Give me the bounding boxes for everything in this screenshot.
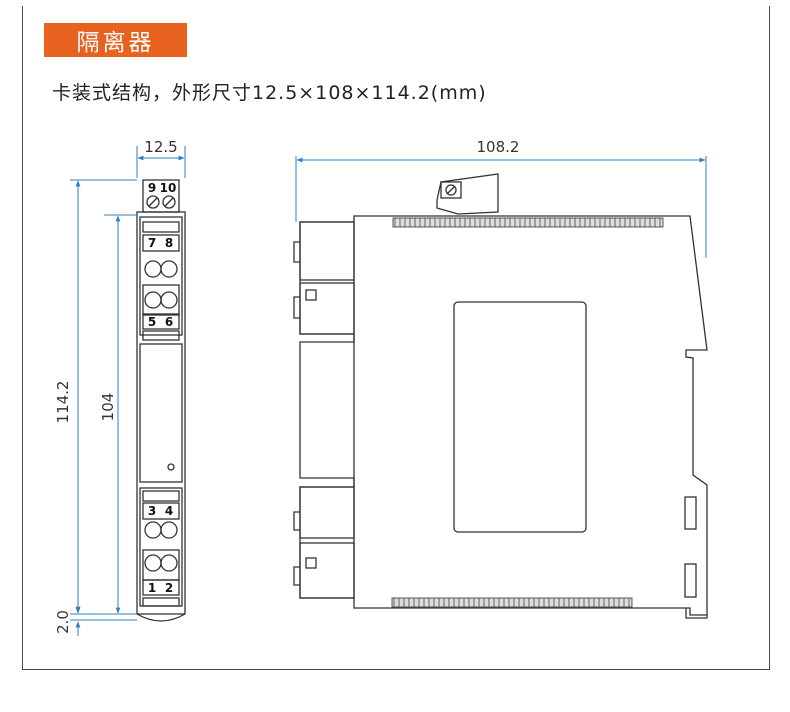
terminal-9: 9: [148, 181, 156, 195]
vent-slots-top: [392, 217, 664, 228]
terminal-5: 5: [148, 315, 156, 329]
terminal-3: 3: [148, 504, 156, 518]
terminal-6: 6: [165, 315, 173, 329]
content-frame: [22, 6, 770, 670]
terminal-10: 10: [160, 181, 177, 195]
height-total-label: 114.2: [54, 381, 72, 424]
width-dim-label: 12.5: [144, 138, 177, 156]
rail-offset-label: 2.0: [54, 610, 72, 634]
page-title: 隔离器: [44, 23, 187, 57]
vent-slots-bottom: [391, 597, 633, 608]
front-body: [136, 211, 186, 615]
terminal-7: 7: [148, 236, 156, 250]
depth-dim-label: 108.2: [477, 138, 520, 156]
terminal-8: 8: [165, 236, 173, 250]
front-view: [70, 146, 186, 636]
side-view: [293, 156, 708, 619]
terminal-2: 2: [165, 581, 173, 595]
terminal-1: 1: [148, 581, 156, 595]
height-body-label: 104: [99, 393, 117, 422]
terminal-4: 4: [165, 504, 173, 518]
spec-subtitle: 卡装式结构，外形尺寸12.5×108×114.2(mm): [52, 82, 487, 104]
